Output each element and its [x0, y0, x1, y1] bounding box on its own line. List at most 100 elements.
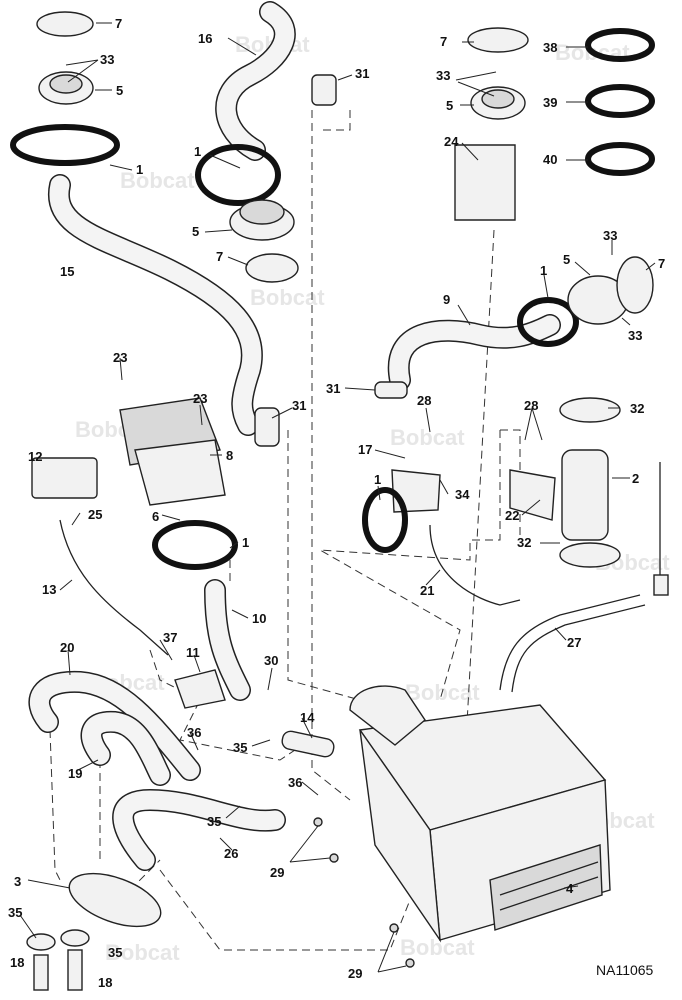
hose-21 — [429, 524, 521, 606]
watermark-text: Bobcat — [250, 285, 325, 310]
bezel-7-right — [467, 27, 529, 53]
callout-5: 5 — [192, 224, 199, 239]
valve-11 — [174, 669, 226, 709]
clamp-32-lower — [559, 542, 621, 568]
heater-unit-4 — [349, 685, 611, 943]
vent-housing-6 — [134, 439, 226, 506]
callout-36: 36 — [187, 725, 201, 740]
callout-5: 5 — [116, 83, 123, 98]
clamp-ring-1-right — [517, 297, 579, 347]
callout-21: 21 — [420, 583, 434, 598]
callout-5: 5 — [563, 252, 570, 267]
fitting-18-left — [33, 954, 49, 991]
callout-26: 26 — [224, 846, 238, 861]
callout-9: 9 — [443, 292, 450, 307]
hose-27-edge — [511, 604, 646, 693]
clamp-31-upper — [311, 74, 337, 106]
callout-7: 7 — [658, 256, 665, 271]
hose-15 — [47, 174, 263, 436]
screw-29-c — [389, 923, 399, 933]
callout-30: 30 — [264, 653, 278, 668]
cable-13 — [59, 519, 169, 656]
callout-18: 18 — [98, 975, 112, 990]
watermark-text: Bobcat — [120, 168, 195, 193]
callout-27: 27 — [567, 635, 581, 650]
callout-40: 40 — [543, 152, 557, 167]
callout-1: 1 — [194, 144, 201, 159]
callout-36: 36 — [288, 775, 302, 790]
callout-32: 32 — [630, 401, 644, 416]
bezel-7-side — [616, 256, 654, 314]
clamp-ring-1-lower-right — [362, 487, 408, 553]
watermark-text: Bobcat — [400, 935, 475, 960]
bezel-7-center — [245, 253, 299, 283]
watermark-text: Bobcat — [105, 940, 180, 965]
hose-20 — [28, 670, 201, 781]
receiver-dryer-2 — [561, 449, 609, 541]
hose-27 — [499, 594, 641, 691]
bracket-22 — [509, 469, 556, 521]
watermark-text: Bobcat — [390, 425, 465, 450]
callout-31: 31 — [355, 66, 369, 81]
clamp-35-right — [60, 929, 90, 947]
callout-32: 32 — [517, 535, 531, 550]
callout-17: 17 — [358, 442, 372, 457]
callout-18: 18 — [10, 955, 24, 970]
callout-4: 4 — [566, 881, 574, 896]
callout-29: 29 — [270, 865, 284, 880]
callout-11: 11 — [186, 645, 200, 660]
callout-15: 15 — [60, 264, 74, 279]
hose-16 — [215, 1, 296, 161]
callout-28: 28 — [417, 393, 431, 408]
hose-26 — [112, 789, 286, 871]
callout-38: 38 — [543, 40, 557, 55]
tube-14 — [281, 730, 335, 758]
control-panel-12 — [31, 457, 98, 499]
seal-38 — [585, 28, 655, 62]
callout-13: 13 — [42, 582, 56, 597]
figure-code: NA11065 — [596, 962, 654, 978]
callout-39: 39 — [543, 95, 557, 110]
callout-33: 33 — [100, 52, 114, 67]
callout-8: 8 — [226, 448, 233, 463]
callout-28: 28 — [524, 398, 538, 413]
callout-7: 7 — [440, 34, 447, 49]
outlet-5-left-core — [49, 74, 83, 94]
seal-39 — [585, 84, 655, 118]
callout-24: 24 — [444, 134, 459, 149]
callout-3: 3 — [14, 874, 21, 889]
callout-35: 35 — [108, 945, 122, 960]
callout-7: 7 — [115, 16, 122, 31]
callout-5: 5 — [446, 98, 453, 113]
callout-1: 1 — [540, 263, 547, 278]
filter-box-24 — [454, 144, 516, 221]
callout-33: 33 — [628, 328, 642, 343]
screw-29-a — [313, 817, 323, 827]
callout-19: 19 — [68, 766, 82, 781]
bezel-7-left — [36, 11, 94, 37]
callout-2: 2 — [632, 471, 639, 486]
callout-29: 29 — [348, 966, 362, 981]
seal-40 — [585, 142, 655, 176]
clamp-ring-1-left — [10, 124, 120, 166]
callout-34: 34 — [455, 487, 470, 502]
callout-12: 12 — [28, 449, 42, 464]
manifold-3 — [68, 872, 162, 928]
clamp-31-mid — [254, 407, 280, 447]
clamp-32-upper — [559, 397, 621, 423]
callout-35: 35 — [8, 905, 22, 920]
callout-1: 1 — [374, 472, 381, 487]
callout-labels: 7 33 5 1 16 31 1 5 7 7 33 5 24 38 39 40 … — [8, 16, 665, 990]
screw-29-b — [329, 853, 339, 863]
hose-19 — [80, 710, 171, 786]
callout-1: 1 — [136, 162, 143, 177]
callout-33: 33 — [603, 228, 617, 243]
callout-10: 10 — [252, 611, 266, 626]
clamp-ring-1-vent — [152, 520, 238, 570]
callout-25: 25 — [88, 507, 102, 522]
callout-7: 7 — [216, 249, 223, 264]
callout-23: 23 — [193, 391, 207, 406]
callout-20: 20 — [60, 640, 74, 655]
callout-6: 6 — [152, 509, 159, 524]
